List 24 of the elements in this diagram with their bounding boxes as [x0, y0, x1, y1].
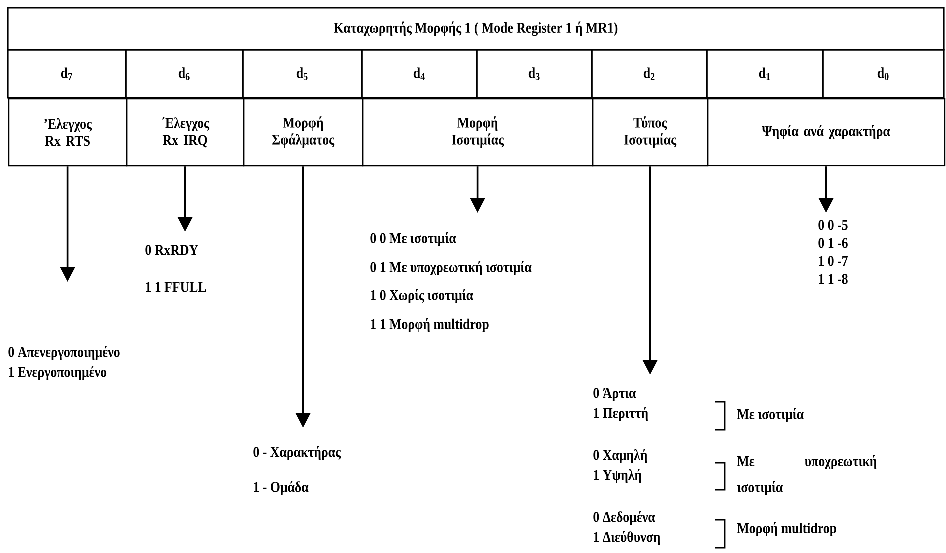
value-list: 0 Απενεργοποιημένο 1 Ενεργοποιημένο [8, 346, 120, 380]
value-list: 0 Άρτια 1 Περιττή 0 Χαμηλή 1 Υψηλή 0 Δεδομένα 1 Διεύθυνση [594, 388, 660, 546]
bit-cell: d$_{3}$ [476, 49, 593, 99]
field-cell: ’Ελεγχος Rx RTS [8, 98, 128, 167]
bit-cell: d$_{6}$ [125, 49, 244, 99]
bit-cell: d$_{0}$ [822, 49, 945, 99]
value-list: 0 RxRDY 1 1 FFULL [146, 245, 206, 292]
value-list: 0 - Χαρακτήρας 1 - Ομάδα [254, 446, 342, 496]
field-cell: ΄Ελεγχος Rx IRQ [126, 98, 245, 167]
bit-cell: d$_{2}$ [591, 49, 708, 99]
title-cell: Καταχωρητής Μορφής 1 ( Mode Register 1 ή MR1) [7, 7, 945, 51]
group-label: Με υποχρεωτική ισοτιμία [737, 455, 877, 496]
bit-cell: d$_{4}$ [361, 49, 478, 99]
field-cell: Τύπος Ισοτιμίας [592, 98, 709, 167]
bit-cell: d$_{5}$ [242, 49, 363, 99]
value-list: 0 0 -5 0 1 -6 1 0 -7 1 1 -8 [818, 220, 848, 284]
field-cell: Ψηφία ανά χαρακτήρα [707, 98, 946, 167]
value-list: 0 0 Με ισοτιμία 0 1 Με υποχρεωτική ισοτιμία 1 0 Χωρίς ισοτιμία 1 1 Μορφή multidrop [370, 232, 532, 332]
field-cell: Μορφή Σφάλματος [243, 98, 364, 167]
group-label: Μορφή multidrop [737, 522, 836, 537]
field-cell: Μορφή Ισοτιμίας [362, 98, 594, 167]
bit-cell: d$_{7}$ [7, 49, 127, 99]
bit-cell: d$_{1}$ [706, 49, 824, 99]
group-label: Με ισοτιμία [737, 408, 804, 423]
